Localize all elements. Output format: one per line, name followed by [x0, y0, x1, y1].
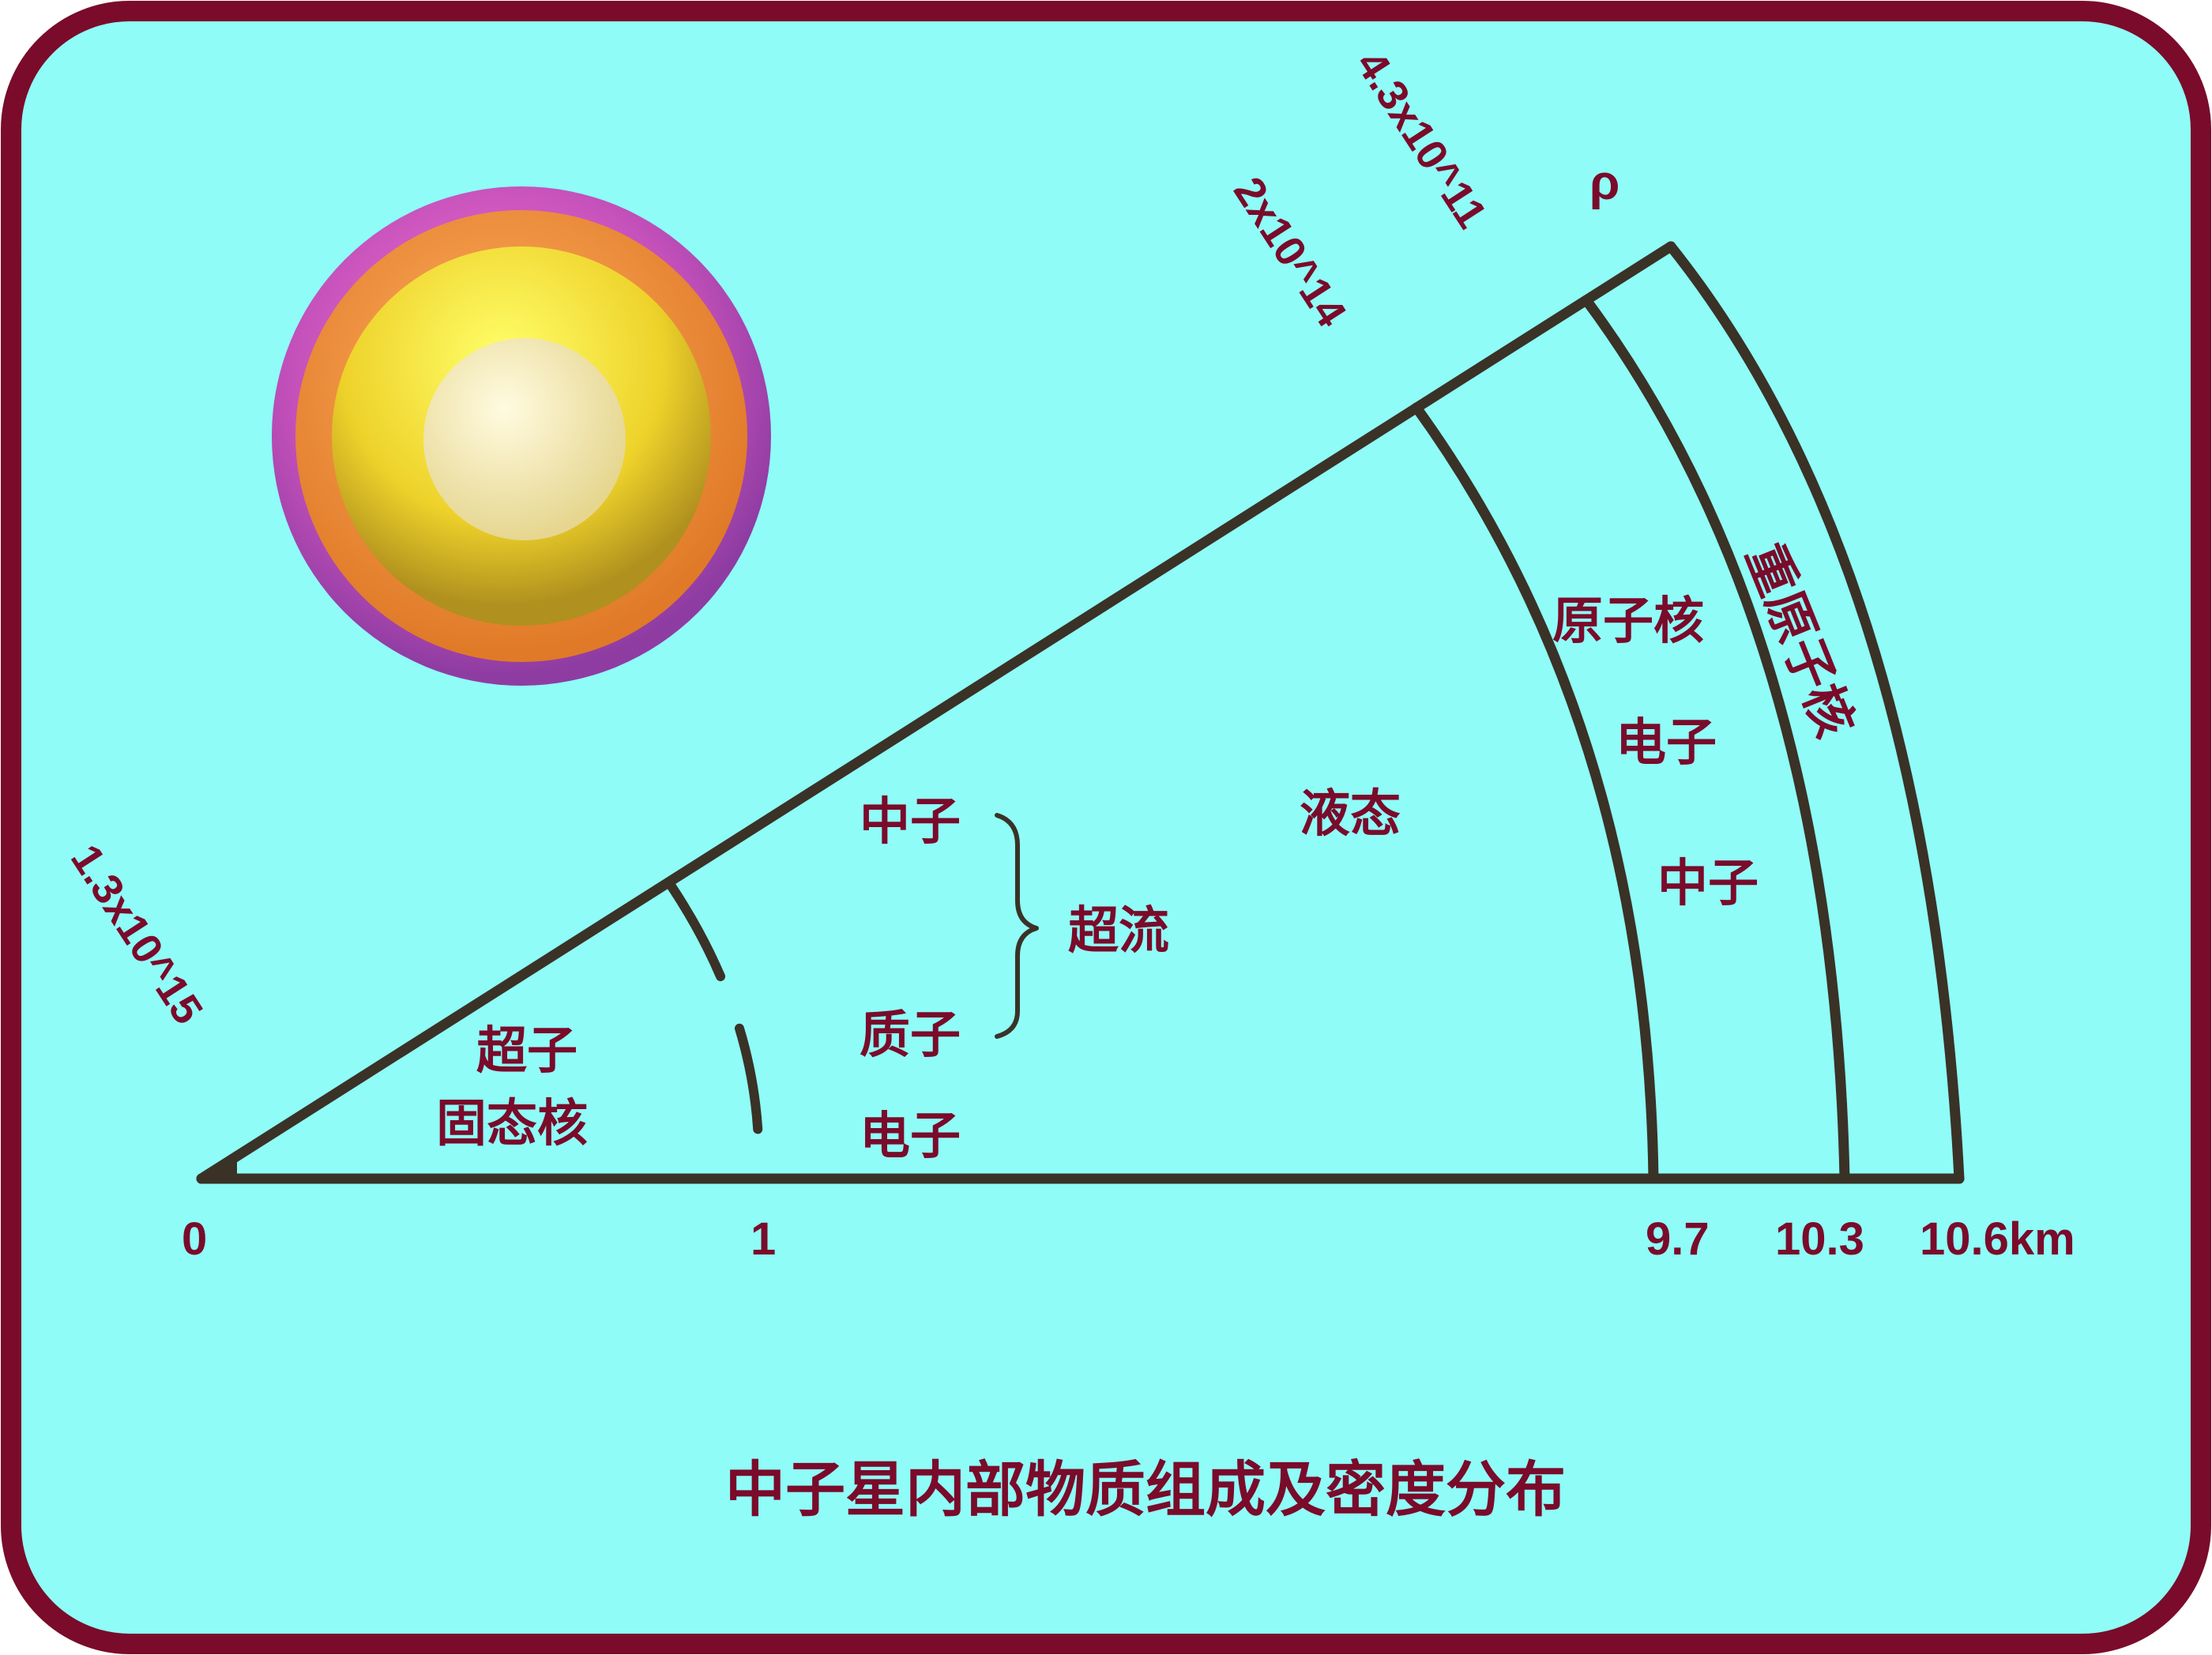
superfluid-label: 超流 — [1068, 902, 1169, 961]
neutron-star-sphere-illustration — [272, 186, 771, 686]
inner-crust-nuclei-label: 原子核 — [1552, 592, 1704, 651]
inner-crust-boundary — [1411, 402, 1659, 1184]
diagram-title: 中子星内部物质组成及密度分布 — [725, 1454, 1566, 1525]
radius-label-9-7: 9.7 — [1646, 1213, 1710, 1265]
core-label-solid-core: 固态核 — [436, 1095, 588, 1153]
radius-label-0: 0 — [182, 1213, 207, 1265]
superfluid-neutron-label: 中子 — [860, 793, 961, 852]
superfluid-proton-label: 质子 — [860, 1006, 961, 1065]
liquid-label: 液态 — [1300, 785, 1401, 844]
core-label-hyperon: 超子 — [476, 1022, 577, 1081]
wedge-upper-edge — [196, 241, 1676, 1184]
sphere-core — [423, 338, 626, 540]
core-boundary-dashed — [667, 882, 764, 1183]
radius-label-1: 1 — [750, 1213, 776, 1265]
outer-crust-boundary — [1581, 295, 1850, 1184]
inner-crust-electron-label: 电子 — [1616, 714, 1717, 773]
radius-label-10-3: 10.3 — [1775, 1213, 1864, 1265]
electron-label: 电子 — [860, 1108, 961, 1166]
superfluid-brace — [995, 813, 1039, 1039]
core-tip — [201, 1161, 237, 1179]
radius-label-10-6km: 10.6km — [1920, 1213, 2075, 1265]
inner-crust-neutron-label: 中子 — [1657, 855, 1759, 913]
outer-surface-arc — [1665, 241, 1965, 1184]
wedge-structure — [196, 241, 1965, 1184]
density-symbol: ρ — [1589, 156, 1620, 210]
